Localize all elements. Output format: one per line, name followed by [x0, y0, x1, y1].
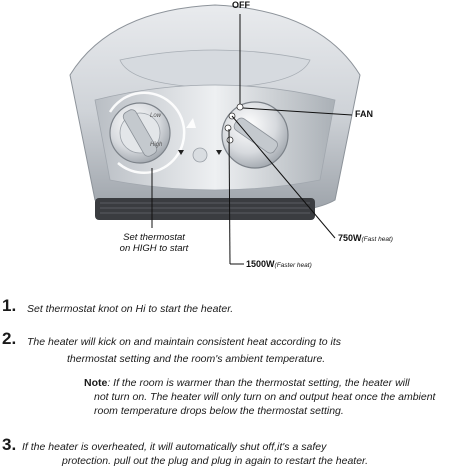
callout-750w-note: (Fast heat) [361, 236, 393, 243]
step-1-number: 1. [2, 296, 17, 315]
callout-thermostat-line1: Set thermostat [123, 232, 185, 243]
callout-1500w-value: 1500W [246, 259, 275, 269]
note-line1: Note: If the room is warmer than the the… [84, 376, 410, 391]
step-3-text-line1: If the heater is overheated, it will aut… [22, 441, 327, 453]
knob-label-high: High [150, 142, 163, 148]
note-line2: not turn on. The heater will only turn o… [94, 391, 436, 403]
mode-knob[interactable] [221, 101, 289, 169]
callout-1500w-note: (Faster heat) [274, 262, 312, 269]
step-3-text-line2: protection. pull out the plug and plug i… [62, 455, 369, 467]
heater-illustration: Low High [69, 4, 361, 265]
light-indicator [192, 147, 208, 163]
step-2-text-line1: The heater will kick on and maintain con… [27, 336, 342, 348]
note-label: Note [84, 377, 108, 389]
step-2-text-line2: thermostat setting and the room's ambien… [67, 353, 326, 365]
step-1-text: Set thermostat knot on Hi to start the h… [27, 303, 234, 315]
knob-label-low: Low [150, 113, 162, 119]
callout-750w: 750W(Fast heat) [338, 233, 393, 243]
callout-off: OFF [232, 0, 250, 10]
callout-750w-value: 750W [338, 233, 362, 243]
callout-thermostat: Set thermostat on HIGH to start [104, 232, 204, 254]
thermostat-knob[interactable] [109, 102, 171, 164]
note-line3: room temperature drops below the thermos… [94, 405, 344, 417]
step-3-number: 3. [2, 435, 17, 454]
callout-thermostat-line2: on HIGH to start [119, 243, 189, 254]
note-line1-text: : If the room is warmer than the thermos… [107, 377, 410, 389]
clockwise-arrow-icon [108, 91, 196, 174]
callout-fan: FAN [355, 109, 373, 119]
step-2-number: 2. [2, 329, 17, 348]
heater-grille [95, 198, 315, 220]
heater-figure: Low High OFF FAN 750W(Fast heat) 1 [69, 0, 393, 269]
callout-lines [151, 14, 353, 265]
callout-1500w: 1500W(Faster heat) [246, 259, 312, 269]
